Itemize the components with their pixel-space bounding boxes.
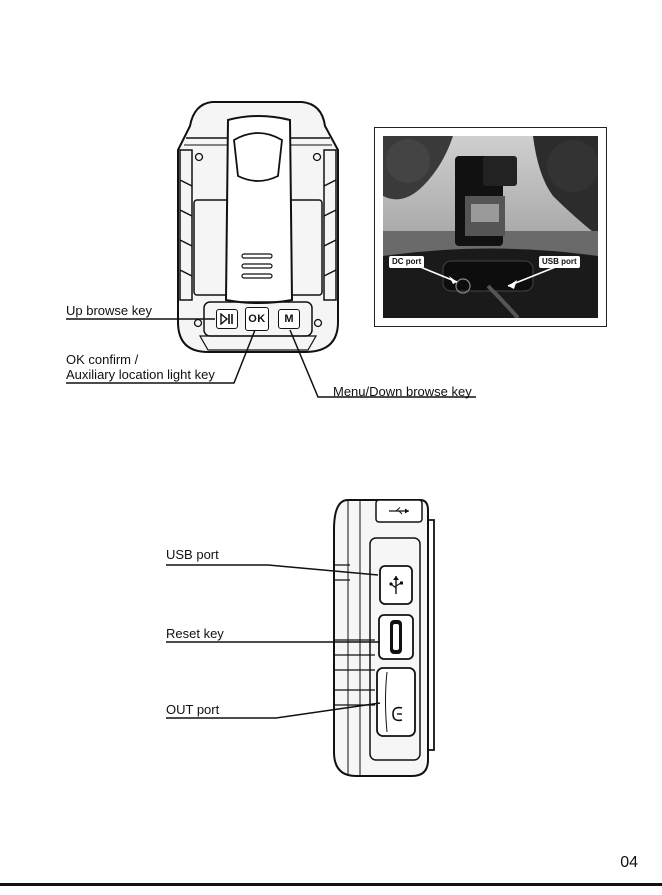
bottom-rule xyxy=(0,883,662,886)
headphone-out-icon xyxy=(390,705,406,723)
usb-port-label: USB port xyxy=(166,547,219,562)
page-number: 04 xyxy=(620,854,638,872)
top-usb-icon xyxy=(388,506,410,516)
reset-key-label: Reset key xyxy=(166,626,224,641)
usb-icon xyxy=(388,575,404,595)
out-port-label: OUT port xyxy=(166,702,219,717)
